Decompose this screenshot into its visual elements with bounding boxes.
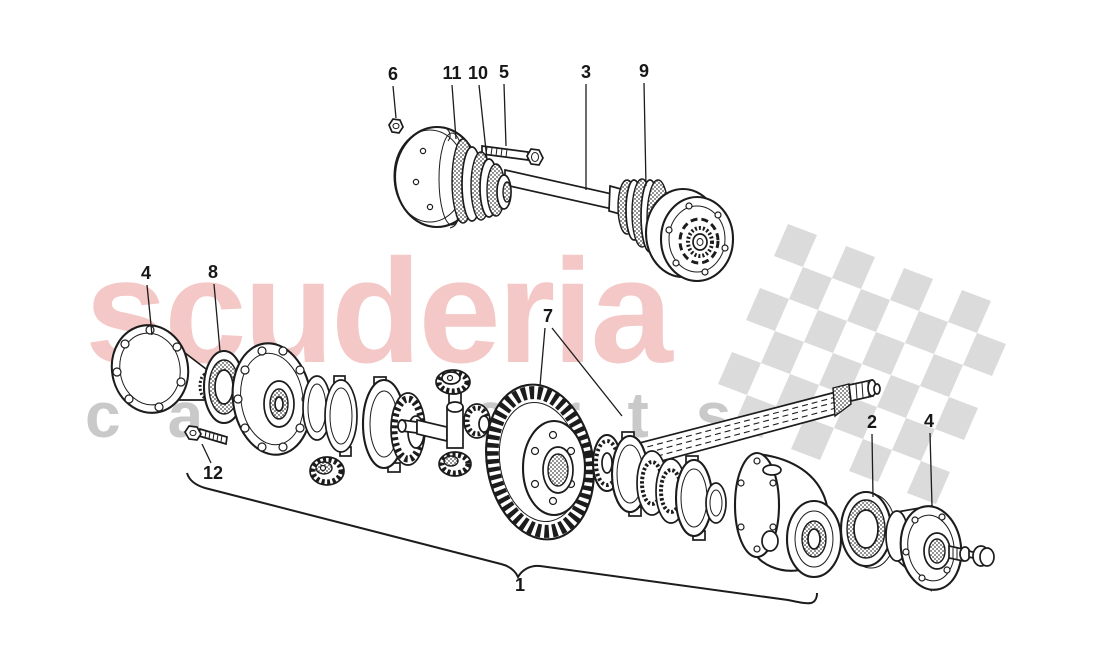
flag-cell <box>789 267 832 310</box>
callout-leader-line <box>201 443 212 464</box>
flag-cell <box>774 224 817 267</box>
flag-cell <box>862 332 905 375</box>
flag-cell <box>877 375 920 418</box>
checkered-flag <box>718 224 1006 504</box>
flag-cell <box>963 333 1006 376</box>
flag-cell <box>907 461 950 504</box>
part-number-label: 5 <box>499 62 509 82</box>
clutch-pack <box>610 431 727 541</box>
flag-cell <box>847 289 890 332</box>
flag-cell <box>832 246 875 289</box>
bolt-part <box>481 145 544 166</box>
part-number-label: 4 <box>141 263 151 283</box>
crown-wheel <box>485 383 595 541</box>
flag-cell <box>905 311 948 354</box>
nut-part <box>388 118 404 134</box>
differential-housing <box>733 451 843 579</box>
small-bevel-gear-top <box>435 369 471 395</box>
axle-flange-right <box>885 504 995 592</box>
flag-cell <box>890 268 933 311</box>
flag-cell <box>920 354 963 397</box>
spider-cross <box>397 385 491 477</box>
part-number-label: 2 <box>867 412 877 432</box>
flag-cell <box>892 418 935 461</box>
callout-leader-line <box>478 84 488 161</box>
callout-leader-line <box>392 85 397 119</box>
outboard-joint-flange <box>644 187 735 283</box>
callout-leader-line <box>929 432 933 507</box>
part-number-label: 12 <box>203 463 223 483</box>
inboard-boot <box>451 138 512 224</box>
bearing-right <box>839 490 897 569</box>
part-number-label: 10 <box>468 63 488 83</box>
callout-leader-line <box>551 327 623 417</box>
flag-cell <box>718 352 761 395</box>
bolt-12 <box>184 425 228 446</box>
drawing-layer <box>110 118 995 605</box>
callout-leader-line <box>643 82 647 187</box>
part-number-label: 3 <box>581 62 591 82</box>
flag-cell <box>935 397 978 440</box>
callout-leader-line <box>213 283 221 352</box>
differential-assembly <box>110 324 995 592</box>
callout-layer: 6 11 10 5 3 9 4 8 12 7 2 4 1 <box>141 61 934 595</box>
callout-leader-line <box>146 284 153 336</box>
flag-cell <box>746 288 789 331</box>
part-number-label: 1 <box>515 575 525 595</box>
lugged-ring-left <box>324 375 358 457</box>
flag-cell <box>849 439 892 482</box>
part-number-label: 11 <box>442 63 461 83</box>
part-number-label: 4 <box>924 411 934 431</box>
part-number-label: 8 <box>208 262 218 282</box>
part-number-label: 7 <box>543 306 553 326</box>
callout-leader-line <box>871 433 874 498</box>
pinion-shaft <box>622 378 881 472</box>
part-number-label: 9 <box>639 61 649 81</box>
callout-leader-line <box>503 83 507 147</box>
flag-cell <box>804 310 847 353</box>
axle-shaft-assembly <box>388 118 735 283</box>
callout-leader-line <box>539 327 546 387</box>
part-number-label: 6 <box>388 64 398 84</box>
callout-leader-line <box>451 84 457 140</box>
group-bracket <box>186 472 818 605</box>
flag-cell <box>791 417 834 460</box>
flag-cell <box>948 290 991 333</box>
axle-shaft <box>504 168 622 213</box>
carrier-cover <box>231 342 313 456</box>
small-bevel-gear-lower <box>309 456 345 486</box>
flag-cell <box>761 331 804 374</box>
